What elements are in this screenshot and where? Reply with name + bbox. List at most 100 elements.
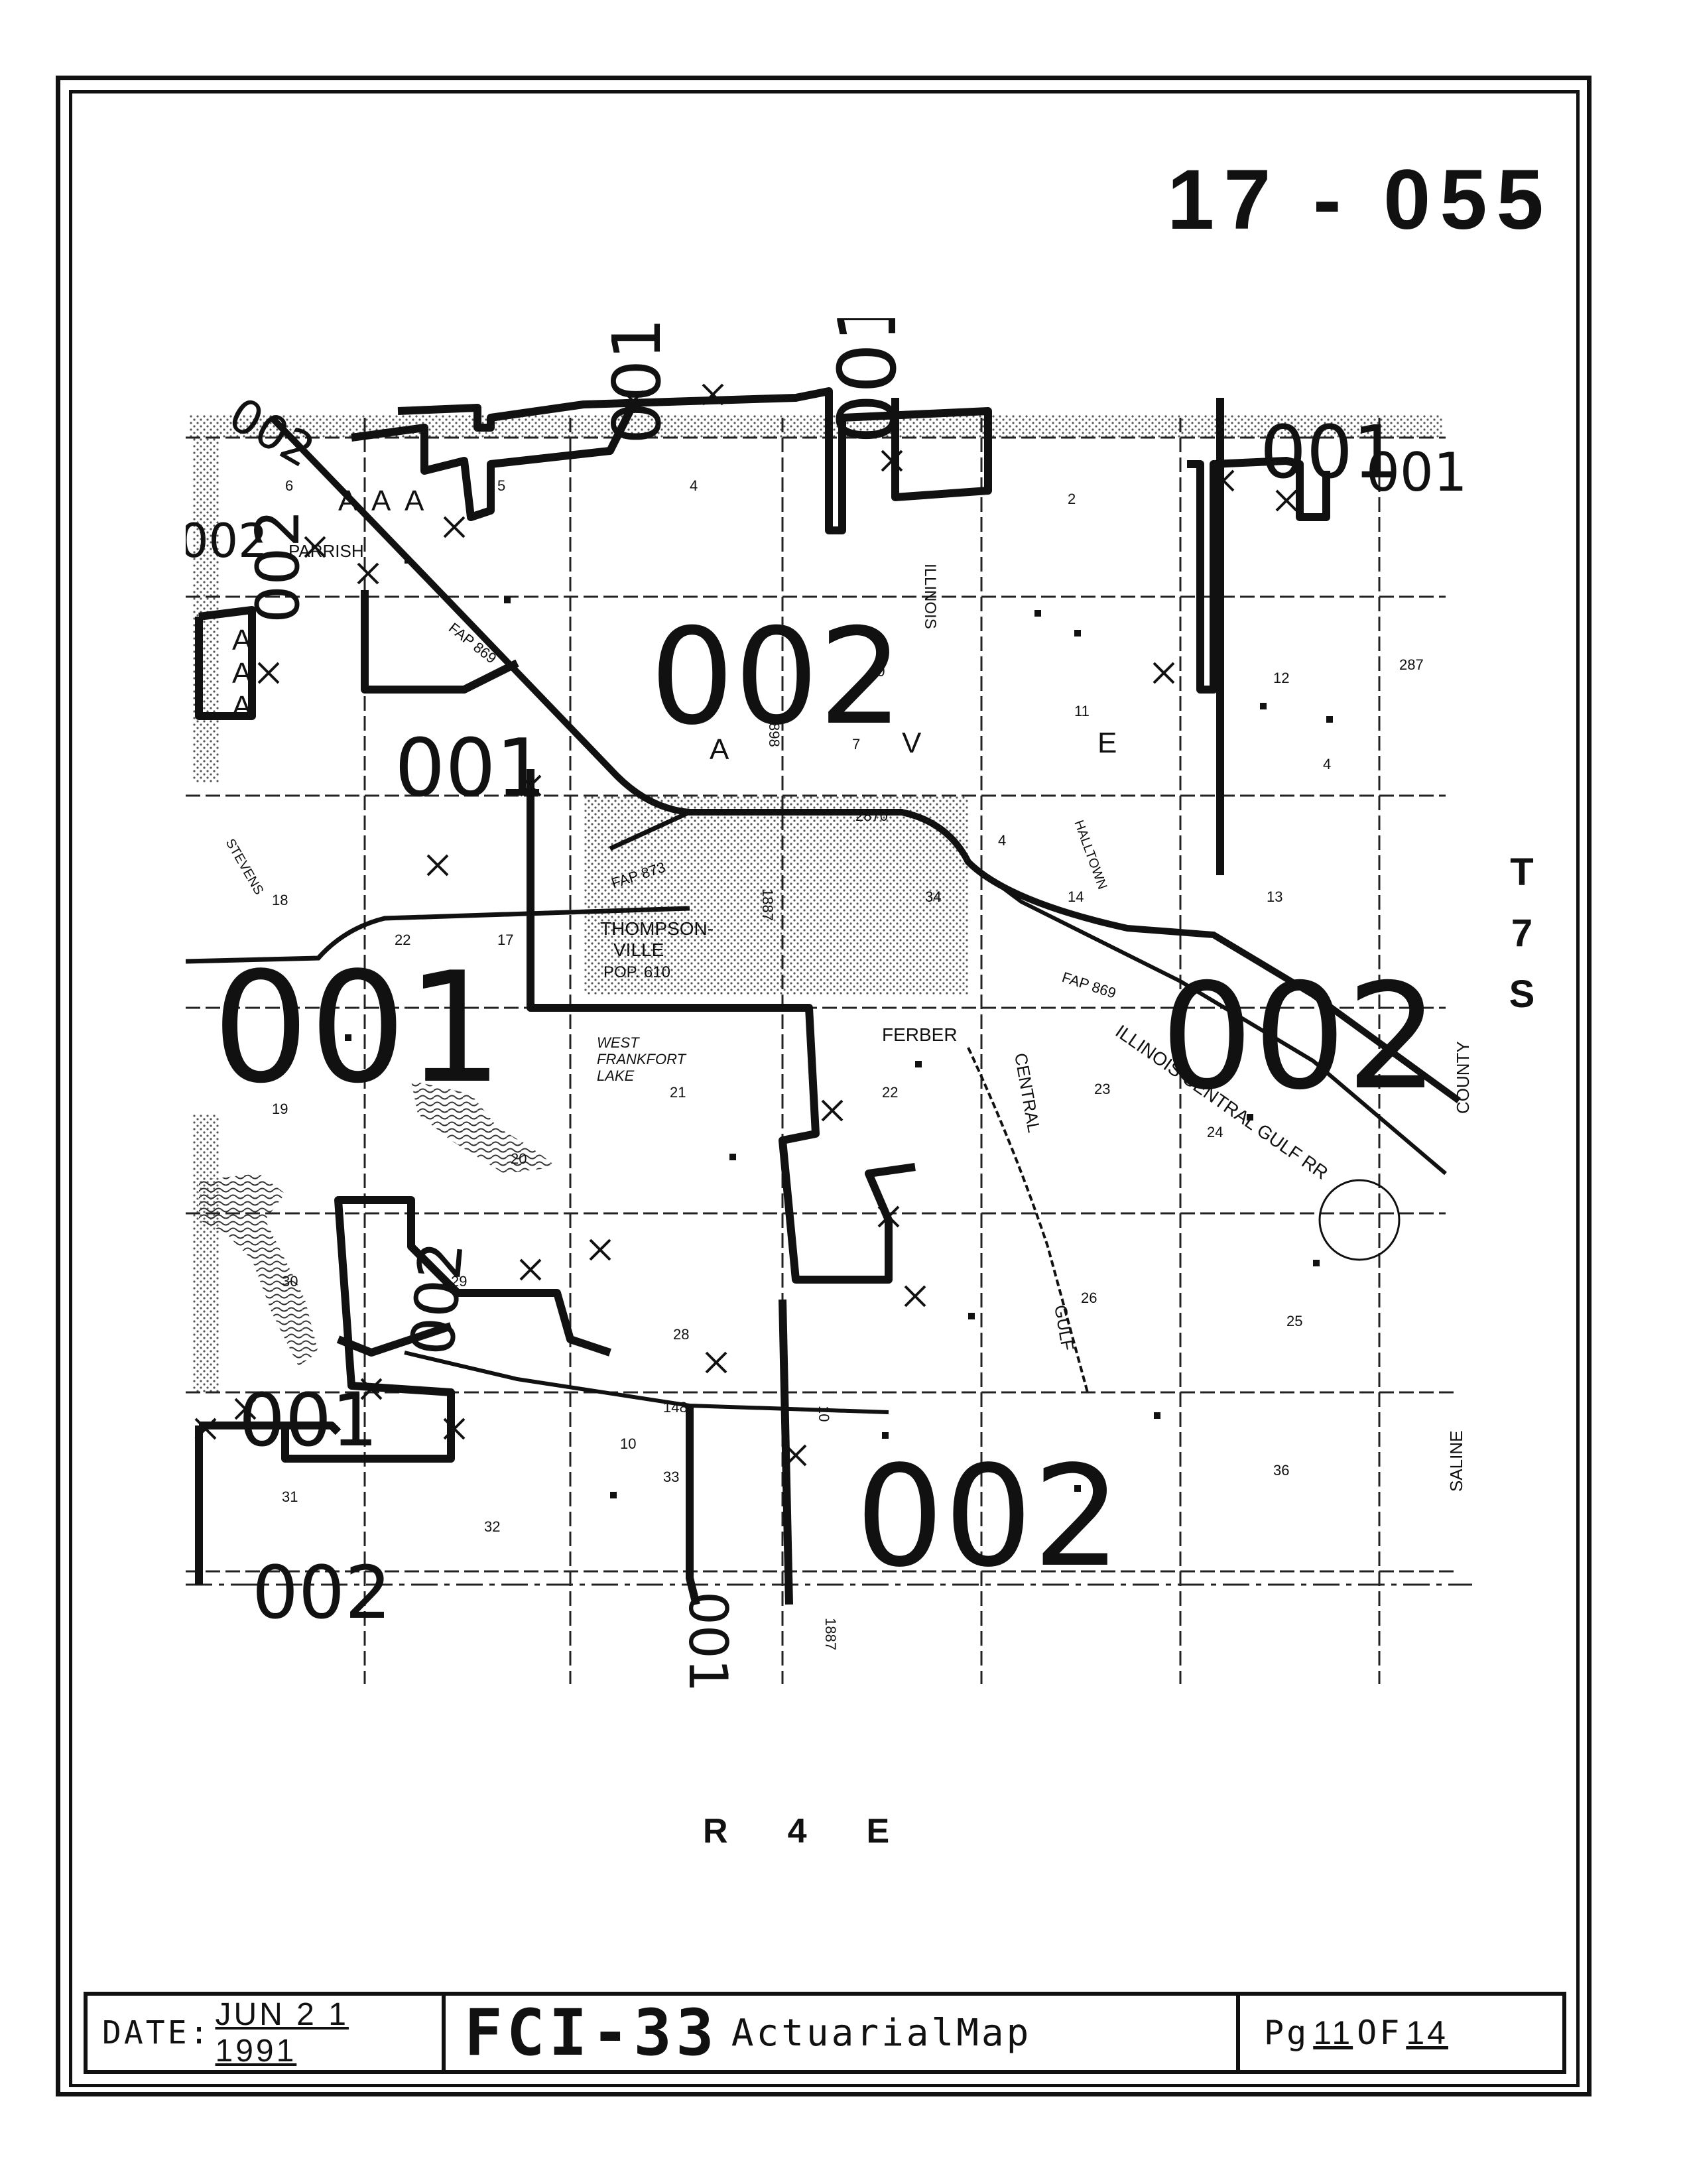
road-label: 10 (816, 1406, 832, 1422)
section-number: 34 (925, 888, 941, 905)
date-value: JUN 2 1 1991 (215, 1997, 349, 2069)
territory-label: 002 (1160, 952, 1439, 1122)
road-label: 10 (620, 1435, 636, 1452)
territory-label: 002 (855, 1435, 1121, 1598)
road-label: 2870 (855, 808, 888, 824)
section-number: 2 (1068, 491, 1076, 507)
township-label: T 7 S (1499, 842, 1545, 1025)
section-number: 11 (1074, 703, 1090, 719)
outer-border (56, 76, 1592, 2096)
page-label: Pg (1264, 2014, 1310, 2052)
territory-label: 001 (239, 1378, 378, 1463)
form-number: FCI-33 (464, 1996, 718, 2070)
railroad-marker (1318, 1179, 1401, 1261)
section-number: 29 (451, 1273, 467, 1290)
territory-label: 001 (1260, 410, 1399, 495)
section-number: 6 (285, 477, 293, 494)
feature-a: A (371, 485, 391, 517)
feature-a: A (232, 690, 252, 723)
road-label: 148 (663, 1399, 688, 1416)
inner-border (69, 90, 1580, 2087)
section-number: 32 (484, 1518, 500, 1535)
feature-illinois-1: ILLINOIS (921, 564, 939, 629)
territory-label: 002 (252, 1550, 391, 1635)
feature-a: A (405, 485, 424, 517)
map-shading (189, 414, 1442, 1392)
section-number: 23 (1094, 1081, 1110, 1097)
territory-labels: 001 002 001 002 001 002 002 002 001 001 … (186, 318, 1468, 1693)
range-label: R4E (703, 1811, 949, 1851)
territory-label: 001 (1366, 442, 1468, 503)
section-number: 24 (1207, 1124, 1223, 1140)
township-map: 6 5 4 2 10 11 12 18 17 14 13 19 20 21 22… (186, 318, 1472, 1693)
section-number: 21 (670, 1084, 686, 1101)
place-thompsonville-1: THOMPSON- (600, 918, 714, 939)
territory-label: 002 (243, 509, 313, 623)
place-ferber: FERBER (882, 1024, 958, 1045)
road-label: FAP 869 (1060, 969, 1118, 1002)
place-lake: LAKE (597, 1067, 635, 1084)
section-number: 13 (1267, 888, 1282, 905)
form-title: ActuarialMap (731, 2011, 1032, 2055)
territory-label: 002 (650, 600, 903, 755)
range-number: 4 (787, 1812, 867, 1850)
page-total: 14 (1406, 2014, 1448, 2051)
territory-label: 001 (212, 940, 503, 1117)
feature-saline: SALINE (1446, 1431, 1466, 1492)
road-label: 1887 (759, 888, 776, 921)
territory-label: 002 (398, 1239, 477, 1358)
road-label: 1887 (822, 1618, 839, 1650)
road-label: 898 (766, 723, 782, 747)
township-number: 7 (1511, 912, 1533, 955)
place-west: WEST (597, 1034, 640, 1051)
section-number: 18 (272, 892, 288, 908)
feature-gulf: GULF (1050, 1304, 1078, 1352)
territory-label: 001 (677, 1591, 739, 1693)
place-thompsonville-pop: POP. 610 (603, 963, 670, 981)
of-label: OF (1357, 2014, 1403, 2052)
section-number: 10 (869, 663, 885, 680)
boundary-x-marks (194, 383, 1298, 1467)
territory-boundaries (195, 387, 1330, 1606)
territory-label: 001 (598, 318, 676, 444)
date-cell: DATE:JUN 2 1 1991 (88, 1996, 446, 2070)
feature-a: A (232, 657, 252, 690)
place-parrish: PARRISH (288, 541, 364, 561)
map-code: 17 - 055 (1167, 152, 1553, 247)
section-number: 26 (1081, 1290, 1097, 1306)
feature-county: COUNTY (1453, 1041, 1472, 1114)
section-numbers: 6 5 4 2 10 11 12 18 17 14 13 19 20 21 22… (272, 477, 1302, 1535)
section-number: 33 (663, 1469, 679, 1485)
range-letter: R (703, 1812, 788, 1850)
township-direction: S (1509, 973, 1535, 1016)
roads (186, 415, 1461, 1414)
feature-a: A (338, 485, 358, 517)
territory-label: 002 (186, 514, 268, 568)
section-number: 5 (497, 477, 505, 494)
section-number: 30 (282, 1273, 298, 1290)
title-cell: FCI-33 ActuarialMap (446, 1996, 1240, 2070)
range-direction: E (866, 1812, 950, 1850)
territory-label: 001 (395, 723, 546, 815)
building-marks (345, 557, 1333, 1498)
feature-a: A (710, 733, 729, 766)
feature-v: V (902, 727, 922, 759)
place-stevens: STEVENS (223, 837, 267, 898)
road-label: 4 (1323, 756, 1331, 772)
feature-e: E (1097, 727, 1117, 759)
date-label: DATE: (102, 2014, 212, 2051)
road-label: 4 (998, 832, 1006, 849)
township-letter: T (1510, 851, 1534, 894)
section-number: 20 (511, 1150, 527, 1167)
page-number: 11 (1313, 2014, 1353, 2051)
road-label: 7 (852, 736, 860, 753)
section-number: 28 (673, 1326, 689, 1343)
section-grid (186, 418, 1459, 1684)
feature-central: CENTRAL (1011, 1052, 1044, 1134)
section-number: 36 (1273, 1462, 1289, 1479)
place-frankfort: FRANKFORT (597, 1051, 687, 1067)
place-thompsonville-2: VILLE (613, 940, 664, 960)
lakes (199, 1081, 557, 1366)
